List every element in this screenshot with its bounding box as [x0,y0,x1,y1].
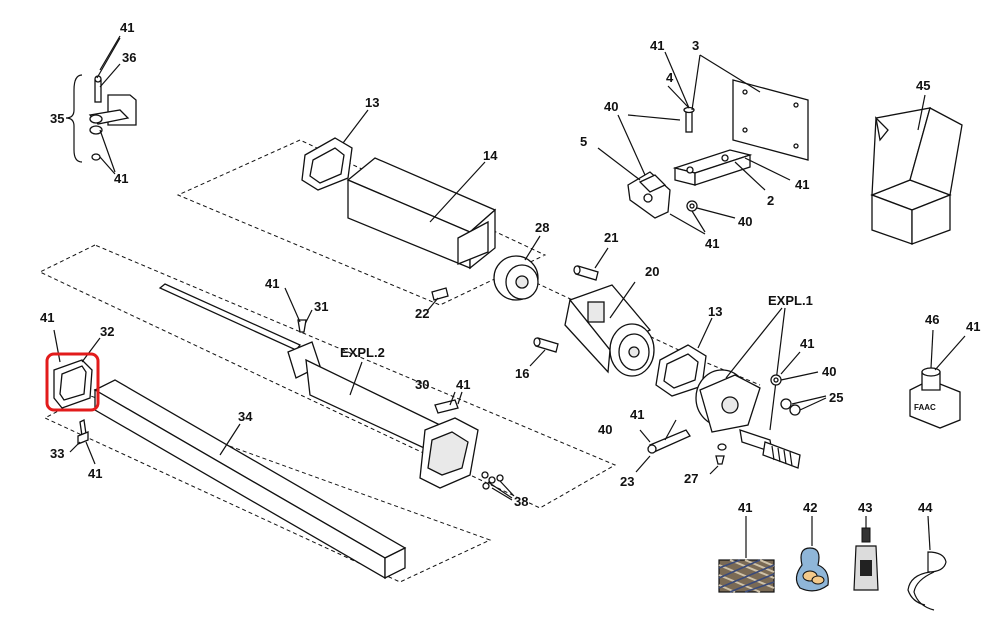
assembly-outline-cover [43,394,492,583]
label-41i: 41 [966,319,980,334]
front-head-assembly [419,391,515,501]
label-41l: 41 [88,466,102,481]
label-41j: 41 [456,377,470,392]
label-expl1: EXPL.1 [768,293,813,308]
pin-4 [664,51,701,133]
coupling-28 [493,235,541,301]
label-20: 20 [645,264,659,279]
packaging-box-45 [870,94,963,245]
label-34: 34 [238,409,253,424]
label-27: 27 [684,471,698,486]
label-32: 32 [100,324,114,339]
label-40c: 40 [822,364,836,379]
label-33: 33 [50,446,64,461]
bracket-5 [597,114,681,219]
label-41f: 41 [265,276,279,291]
label-41h: 41 [800,336,814,351]
nut-40-right [770,351,819,386]
label-expl2: EXPL.2 [340,345,385,360]
label-21: 21 [604,230,618,245]
accessory-44-cable [907,515,947,611]
label-22: 22 [415,306,429,321]
profile-14 [346,157,497,311]
label-45: 45 [916,78,930,93]
label-4: 4 [666,70,674,85]
accessory-42-bag [795,516,829,592]
end-cap-32 [53,329,101,409]
label-31: 31 [314,299,328,314]
label-2: 2 [767,193,774,208]
label-14: 14 [483,148,498,163]
label-41c: 41 [650,38,664,53]
label-41a: 41 [120,20,134,35]
piston-rod [158,283,452,462]
label-3: 3 [692,38,699,53]
label-35: 35 [50,111,64,126]
screw-33 [69,419,96,465]
screws-25 [780,395,827,416]
gasket-13-right [655,317,713,397]
label-13a: 13 [365,95,379,110]
bar-2 [672,149,791,191]
label-23: 23 [620,474,634,489]
label-40a: 40 [604,99,618,114]
washer-27 [709,443,727,475]
pin-16 [529,337,559,367]
label-30: 30 [415,377,429,392]
key-46: FAAC [909,329,966,429]
label-25: 25 [829,390,843,405]
label-41m: 41 [738,500,752,515]
label-36: 36 [122,50,136,65]
accessory-41-mesh [718,516,775,593]
label-16: 16 [515,366,529,381]
cover-profile-34 [93,379,407,580]
pin-21 [573,247,609,281]
label-43: 43 [858,500,872,515]
key-brand-mark: FAAC [914,403,936,412]
label-38: 38 [514,494,528,509]
bolt-23 [635,419,691,473]
label-42: 42 [803,500,817,515]
bracket-assembly-35 [65,35,137,175]
label-40d: 40 [598,422,612,437]
accessory-43-bottle [853,516,879,591]
label-41e: 41 [705,236,719,251]
label-41d: 41 [795,177,809,192]
label-40b: 40 [738,214,752,229]
nut-40-top [669,200,736,235]
highlight-box [45,352,100,412]
label-13b: 13 [708,304,722,319]
label-41b: 41 [114,171,128,186]
label-41g: 41 [40,310,54,325]
gasket-13-top [301,109,369,191]
axis-line-upper [529,279,761,386]
label-46: 46 [925,312,939,327]
plate-3 [699,54,809,161]
motor-20 [564,281,655,377]
label-28: 28 [535,220,549,235]
release-assembly-expl1 [695,307,801,469]
label-41k: 41 [630,407,644,422]
label-44: 44 [918,500,933,515]
label-5: 5 [580,134,587,149]
